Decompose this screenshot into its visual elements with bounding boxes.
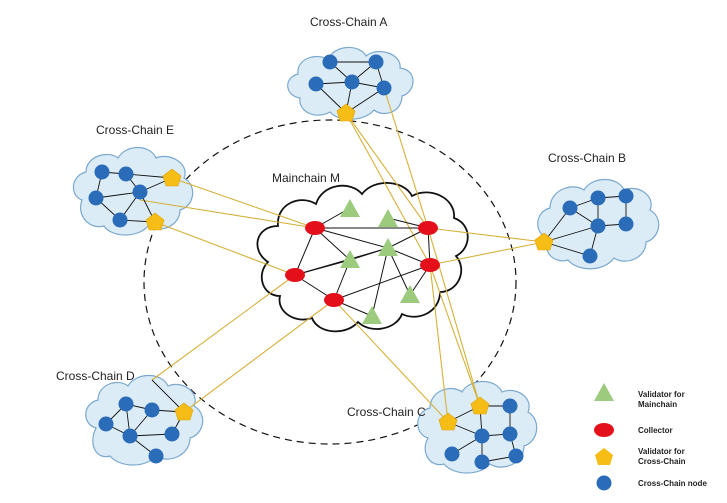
collector xyxy=(324,293,344,307)
label-cross-chain-d: Cross-Chain D xyxy=(56,369,135,383)
crosschain-node xyxy=(474,454,490,470)
mainchain-validators xyxy=(340,199,420,324)
mainchain-cloud xyxy=(256,182,469,333)
crosschain-validator xyxy=(336,103,356,122)
crosschain-validators xyxy=(145,103,554,431)
mainchain-validator xyxy=(378,209,398,227)
crosschain-node xyxy=(508,448,524,464)
legend-collector-icon xyxy=(594,423,614,437)
crosschain-node xyxy=(562,200,578,216)
cross-links xyxy=(139,87,545,423)
crosschain-nodes xyxy=(88,54,634,470)
label-cross-chain-c: Cross-Chain C xyxy=(347,405,426,419)
crosschain-node xyxy=(590,190,606,206)
collector xyxy=(418,221,438,235)
crosschain-node xyxy=(590,218,606,234)
crosschain-node xyxy=(112,212,128,228)
crosschain-node xyxy=(618,216,634,232)
crosschain-node xyxy=(502,398,518,414)
legend-validator-crosschain-line1: Validator for xyxy=(638,447,685,456)
label-cross-chain-b: Cross-Chain B xyxy=(548,151,626,165)
crosschain-validator xyxy=(174,402,194,421)
crosschain-validator xyxy=(470,396,490,415)
crosschain-validator xyxy=(438,412,458,431)
label-cross-chain-a: Cross-Chain A xyxy=(310,15,387,29)
crosschain-validator xyxy=(145,212,165,231)
mainchain-validator xyxy=(400,285,420,303)
crosschain-node xyxy=(148,448,164,464)
collectors xyxy=(285,221,440,307)
crosschain-validator xyxy=(162,168,182,187)
crosschain-node xyxy=(164,426,180,442)
collector xyxy=(420,258,440,272)
cloud-d xyxy=(85,374,204,466)
crosschain-node xyxy=(376,80,392,96)
legend-crosschain-node-icon xyxy=(596,475,612,491)
legend-validator-mainchain-icon xyxy=(594,383,614,401)
mainchain-validator xyxy=(340,199,360,217)
collector xyxy=(305,221,325,235)
outer-ring xyxy=(143,119,517,445)
legend-validator-crosschain-line2: Cross-Chain xyxy=(638,457,686,466)
mainchain-validator xyxy=(378,238,398,256)
crosschain-node xyxy=(502,426,518,442)
crosschain-node xyxy=(444,446,460,462)
legend-collector-label: Collector xyxy=(638,426,673,435)
crosschain-node xyxy=(308,76,324,92)
crosschain-node xyxy=(118,166,134,182)
crosschain-node xyxy=(322,54,338,70)
crosschain-node xyxy=(122,428,138,444)
crosschain-node xyxy=(344,74,360,90)
crosschain-node xyxy=(94,164,110,180)
crosschain-node xyxy=(118,396,134,412)
crosschain-node xyxy=(88,190,104,206)
collector xyxy=(285,268,305,282)
legend-validator-mainchain-line1: Validator for xyxy=(638,390,685,399)
crosschain-validator xyxy=(534,232,554,251)
crosschain-node xyxy=(144,402,160,418)
crosschain-node xyxy=(618,188,634,204)
crosschain-node xyxy=(474,428,490,444)
crosschain-node xyxy=(368,54,384,70)
mainchain-validator xyxy=(362,306,382,324)
label-mainchain: Mainchain M xyxy=(272,171,340,185)
crosschain-node xyxy=(98,416,114,432)
legend: Validator for Mainchain Collector Valida… xyxy=(594,383,707,491)
legend-crosschain-node-label: Cross-Chain node xyxy=(638,479,707,488)
mainchain-validator xyxy=(340,250,360,268)
legend-validator-mainchain-line2: Mainchain xyxy=(638,400,677,409)
crosschain-node xyxy=(582,248,598,264)
crosschain-node xyxy=(132,184,148,200)
label-cross-chain-e: Cross-Chain E xyxy=(96,123,174,137)
legend-validator-crosschain-icon xyxy=(595,448,613,465)
